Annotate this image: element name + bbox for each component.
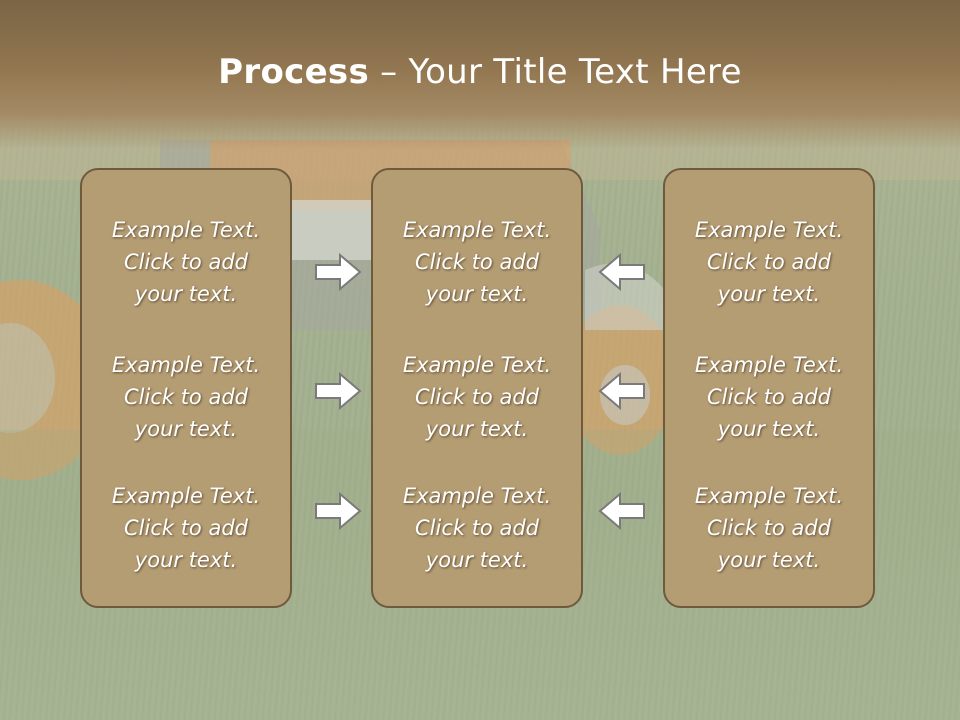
- text-line: your text.: [717, 282, 821, 306]
- arrow-right-icon[interactable]: [314, 252, 362, 292]
- text-line: your text.: [134, 548, 238, 572]
- slide-title[interactable]: Process – Your Title Text Here: [0, 52, 960, 92]
- text-line: Click to add: [706, 385, 831, 409]
- text-placeholder[interactable]: Example Text. Click to add your text.: [82, 214, 290, 310]
- text-placeholder[interactable]: Example Text. Click to add your text.: [665, 349, 873, 445]
- text-line: your text.: [717, 548, 821, 572]
- text-line: your text.: [425, 417, 529, 441]
- text-line: Example Text.: [694, 484, 844, 508]
- text-line: your text.: [134, 282, 238, 306]
- text-panel-center[interactable]: Example Text. Click to add your text. Ex…: [371, 168, 583, 608]
- text-line: Click to add: [706, 250, 831, 274]
- arrow-right-icon[interactable]: [314, 491, 362, 531]
- text-line: Click to add: [123, 516, 248, 540]
- text-line: Example Text.: [402, 484, 552, 508]
- text-placeholder[interactable]: Example Text. Click to add your text.: [373, 214, 581, 310]
- text-line: your text.: [425, 282, 529, 306]
- text-line: your text.: [134, 417, 238, 441]
- text-line: your text.: [717, 417, 821, 441]
- text-line: Click to add: [123, 385, 248, 409]
- text-line: Click to add: [123, 250, 248, 274]
- text-line: Click to add: [414, 516, 539, 540]
- title-bold: Process: [218, 52, 370, 92]
- text-placeholder[interactable]: Example Text. Click to add your text.: [82, 480, 290, 576]
- text-line: Example Text.: [694, 218, 844, 242]
- text-placeholder[interactable]: Example Text. Click to add your text.: [82, 349, 290, 445]
- text-line: Example Text.: [694, 353, 844, 377]
- text-panel-left[interactable]: Example Text. Click to add your text. Ex…: [80, 168, 292, 608]
- text-placeholder[interactable]: Example Text. Click to add your text.: [665, 480, 873, 576]
- text-line: Example Text.: [402, 353, 552, 377]
- text-line: Example Text.: [111, 218, 261, 242]
- text-line: Example Text.: [402, 218, 552, 242]
- arrow-left-icon[interactable]: [598, 491, 646, 531]
- arrow-right-icon[interactable]: [314, 371, 362, 411]
- text-panel-right[interactable]: Example Text. Click to add your text. Ex…: [663, 168, 875, 608]
- text-placeholder[interactable]: Example Text. Click to add your text.: [665, 214, 873, 310]
- title-rest: – Your Title Text Here: [369, 52, 742, 92]
- text-line: your text.: [425, 548, 529, 572]
- text-line: Click to add: [706, 516, 831, 540]
- title-band: [0, 0, 960, 150]
- text-line: Example Text.: [111, 484, 261, 508]
- arrow-left-icon[interactable]: [598, 252, 646, 292]
- text-line: Click to add: [414, 250, 539, 274]
- arrow-left-icon[interactable]: [598, 371, 646, 411]
- text-placeholder[interactable]: Example Text. Click to add your text.: [373, 349, 581, 445]
- text-line: Click to add: [414, 385, 539, 409]
- text-placeholder[interactable]: Example Text. Click to add your text.: [373, 480, 581, 576]
- text-line: Example Text.: [111, 353, 261, 377]
